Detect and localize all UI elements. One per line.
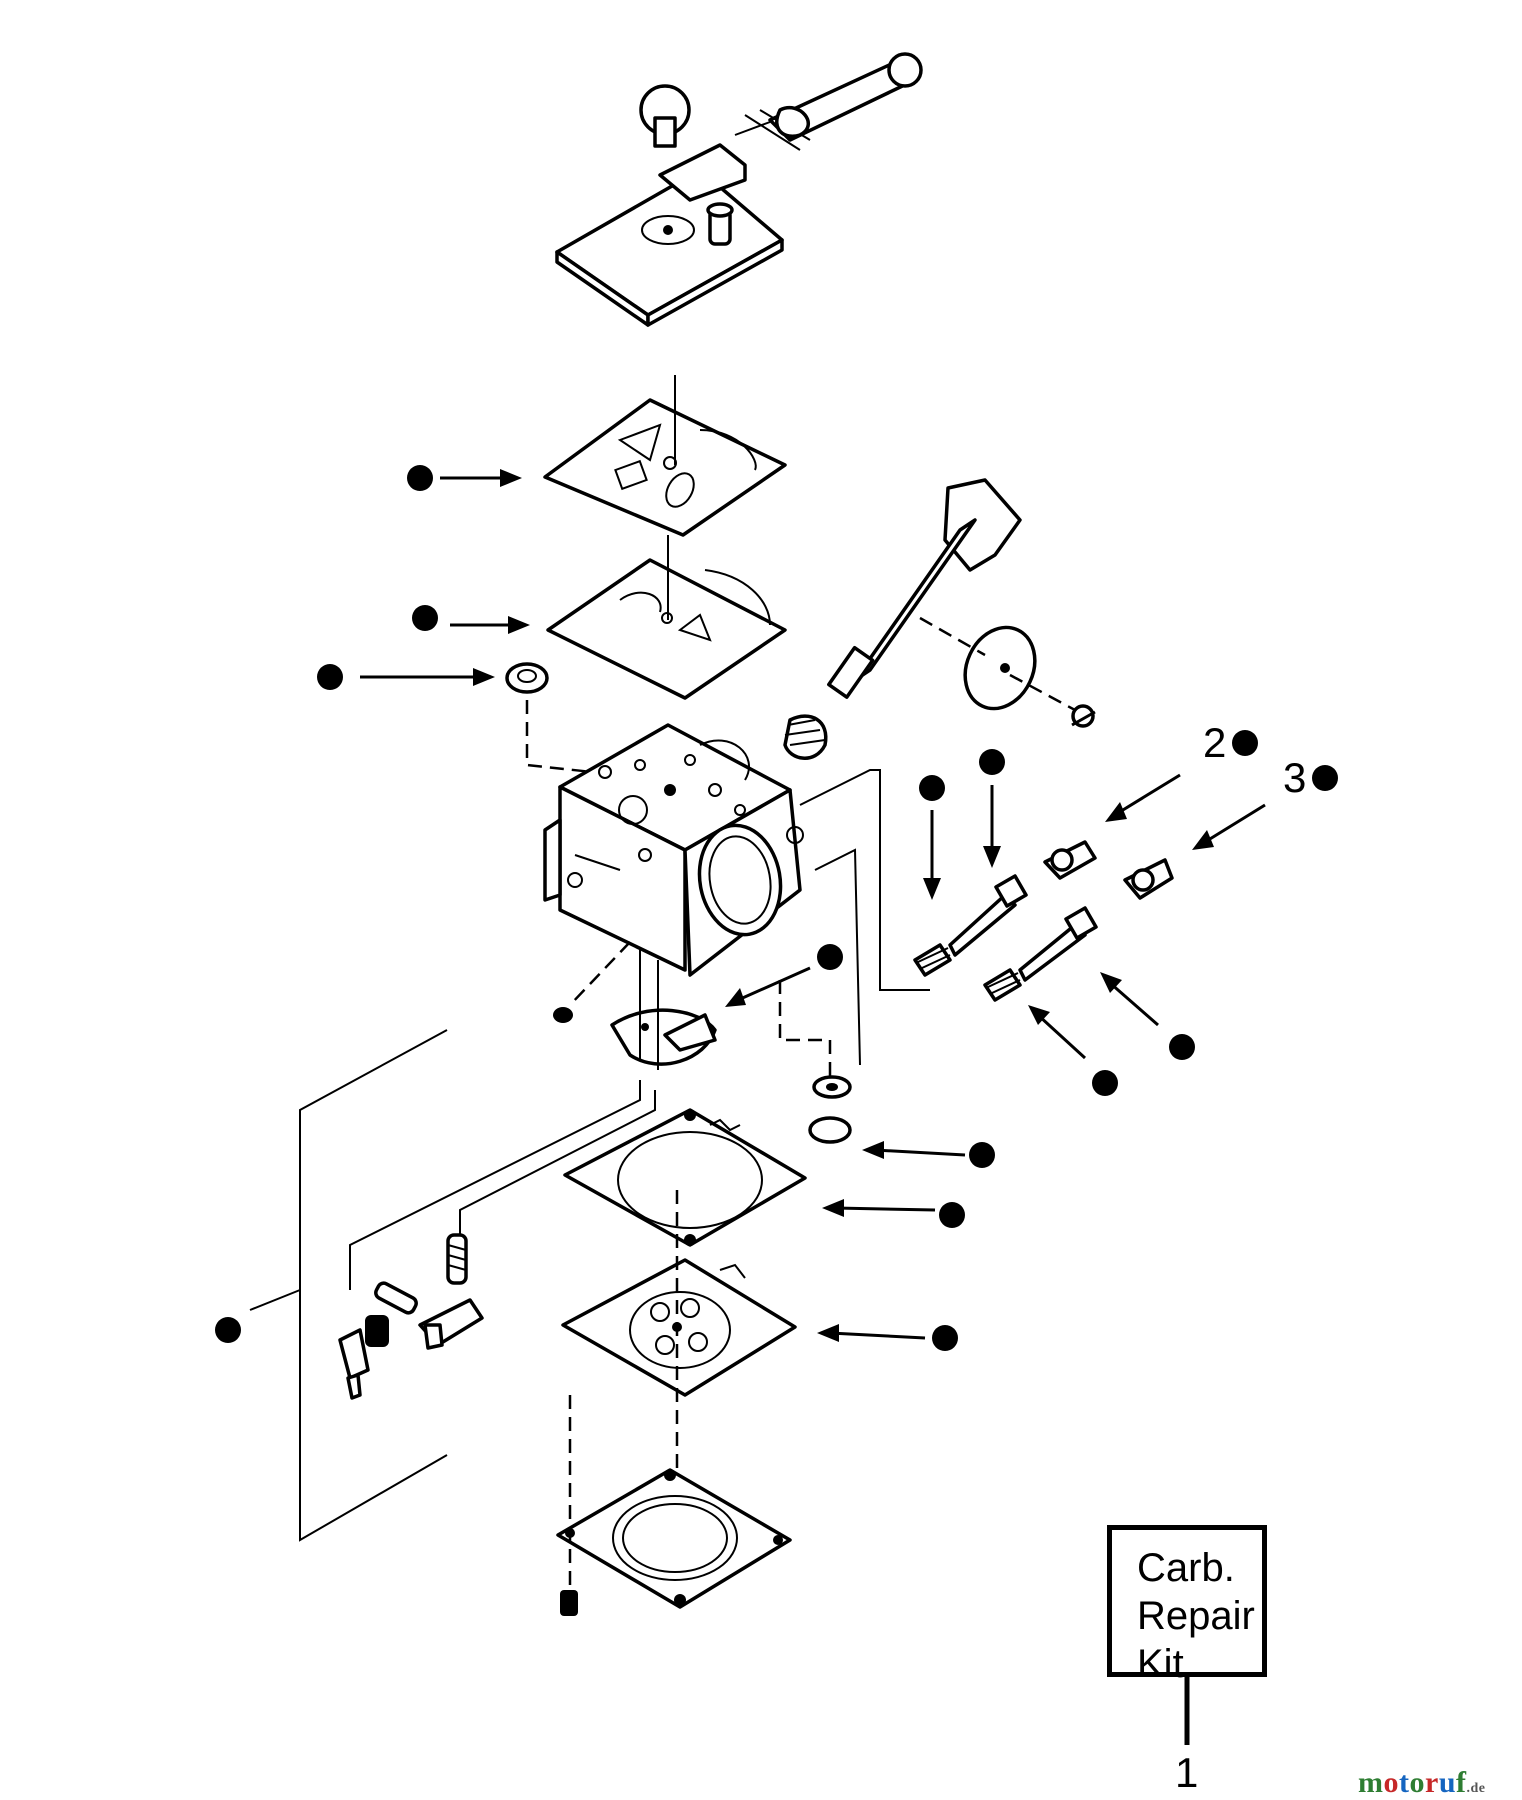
bottom-cover [556,1468,792,1609]
inlet-seat [808,1116,852,1144]
metering-diaphragm [561,1258,797,1397]
top-cover-assembly [555,52,923,327]
limiter-cap-3 [1123,858,1174,900]
pivot-pin [374,1281,418,1315]
limiter-cap-2 [1043,840,1097,880]
watermark-suffix: .de [1466,1781,1486,1796]
callout-label-3: 3 [1283,754,1307,801]
throttle-plate [963,625,1037,711]
watermark-letter: t [1399,1766,1410,1799]
watermark-letter: o [1383,1766,1399,1799]
carburetor-body [543,723,804,977]
metering-lever [610,1008,717,1066]
callout-label-2: 2 [1203,719,1227,766]
watermark-letter: r [1425,1766,1439,1799]
lever [418,1298,484,1350]
watermark-letter: o [1409,1766,1425,1799]
carb-repair-kit-box: Carb. Repair Kit [1107,1525,1267,1686]
seal-cup [505,662,549,694]
watermark-letter: f [1456,1766,1467,1799]
throttle-plate-screw [1071,704,1096,728]
gasket-upper [543,398,787,537]
watermark-letter: m [1358,1766,1384,1799]
inlet-seat-washer [812,1075,852,1099]
callout-dots [215,465,1338,1351]
inlet-needle [338,1328,370,1400]
motoruf-watermark: motoruf.de [1358,1766,1486,1800]
bottom-screw [560,1590,578,1616]
watermark-letter: u [1438,1766,1457,1799]
carb-repair-kit-label: Carb. Repair Kit [1137,1546,1255,1686]
spring [446,1233,468,1285]
kit-callout-number: 1 [1175,1749,1199,1796]
throttle-shaft [783,478,1022,760]
adjusting-needle-low [913,874,1028,977]
pivot-screw [365,1315,389,1347]
metering-gasket [563,1108,807,1247]
adjusting-needle-high [983,906,1098,1002]
callout-arrows [360,469,1266,1342]
gasket-lower [546,558,787,700]
small-screw [553,1007,573,1023]
